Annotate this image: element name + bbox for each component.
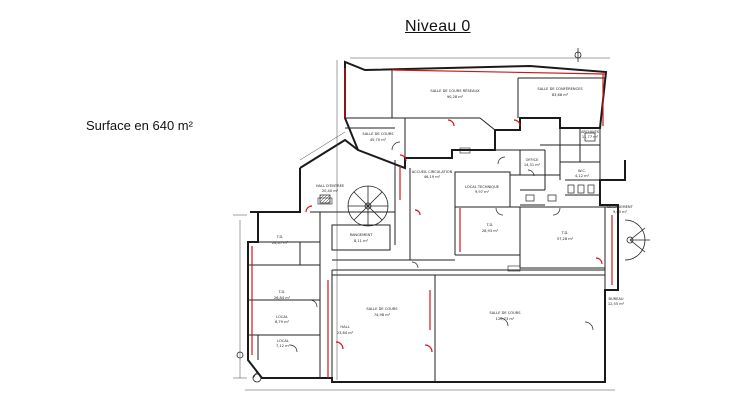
red-annotations: [251, 68, 613, 378]
room-salle-conferences-name: SALLE DE CONFÉRENCES: [537, 86, 583, 91]
room-hall-2-area: 23,84 m²: [337, 331, 354, 335]
room-local-2-area: 7,12 m²: [276, 344, 291, 348]
room-accueil-name: ACCUEIL CIRCULATION: [412, 170, 453, 174]
room-wc-area: 4,12 m²: [575, 174, 590, 178]
marker-left: [236, 351, 244, 359]
room-accueil-area: 46,19 m²: [424, 175, 441, 179]
room-salle-conferences-area: 83,68 m²: [552, 93, 569, 97]
room-labels: SALLE DE COURS RÉSEAUX 90,28 m² SALLE DE…: [272, 86, 634, 348]
marker-bottom-left: [252, 371, 262, 383]
room-hall-2-name: HALL: [340, 325, 349, 329]
room-salle-cours-1-area: 45,70 m²: [370, 138, 387, 142]
page-title: Niveau 0: [405, 18, 471, 35]
door-arcs: [289, 141, 594, 353]
room-td-d-area: 26,84 m²: [274, 296, 291, 300]
room-local-technique-area: 9,97 m²: [475, 190, 490, 194]
outer-walls: [247, 60, 626, 383]
dimension-lines: [233, 57, 615, 391]
room-local-technique-name: LOCAL TECHNIQUE: [465, 185, 500, 189]
room-salle-cours-2-name: SALLE DE COURS: [366, 307, 398, 311]
entry-tags: [317, 147, 521, 272]
room-salle-cours-3-name: SALLE DE COURS: [489, 311, 521, 315]
room-rangement-name: RANGEMENT: [350, 233, 374, 237]
room-office-area: 14,31 m²: [524, 163, 541, 167]
room-td-b-area: 28,93 m²: [482, 229, 499, 233]
room-salle-reseau-area: 90,28 m²: [447, 95, 464, 99]
room-degagement-name: DÉGAGEMENT: [607, 204, 633, 209]
room-archives-area: 11,77 m²: [582, 135, 599, 139]
spiral-stair-left: [347, 185, 389, 227]
room-salle-cours-3-area: 120,73 m²: [496, 317, 515, 321]
room-degagement-area: 9,40 m²: [613, 210, 628, 214]
spiral-stair-right: [624, 219, 650, 261]
room-local-1-area: 6,79 m²: [275, 320, 290, 324]
inner-walls: [248, 70, 618, 382]
room-salle-cours-1-name: SALLE DE COURS: [362, 132, 394, 136]
north-marker-top: [574, 48, 582, 62]
room-archives-name: ARCHIVES: [581, 130, 600, 134]
room-td-c-name: T.D.: [561, 231, 569, 235]
room-td-a-name: T.D.: [276, 235, 284, 239]
room-local-2-name: LOCAL: [277, 339, 289, 343]
room-bureau-name: BUREAU: [609, 297, 624, 301]
room-td-b-name: T.D.: [486, 223, 494, 227]
room-td-d-name: T.D.: [278, 290, 286, 294]
room-local-1-name: LOCAL: [276, 315, 288, 319]
surface-label: Surface en 640 m²: [86, 118, 193, 133]
room-hall-name: HALL D'ENTRÉE: [316, 183, 345, 188]
room-salle-cours-2-area: 74,98 m²: [374, 313, 391, 317]
room-office-name: OFFICE: [526, 158, 540, 162]
sanitary-fixtures: [319, 132, 596, 204]
room-td-c-area: 57,28 m²: [557, 237, 574, 241]
room-rangement-area: 8,11 m²: [354, 239, 369, 243]
room-hall-area: 20,40 m²: [322, 189, 339, 193]
room-td-a-area: 24,47 m²: [272, 241, 289, 245]
room-salle-reseau-name: SALLE DE COURS RÉSEAUX: [430, 88, 480, 93]
room-bureau-area: 12,55 m²: [608, 302, 625, 306]
room-wc-name: W.C.: [578, 169, 586, 173]
